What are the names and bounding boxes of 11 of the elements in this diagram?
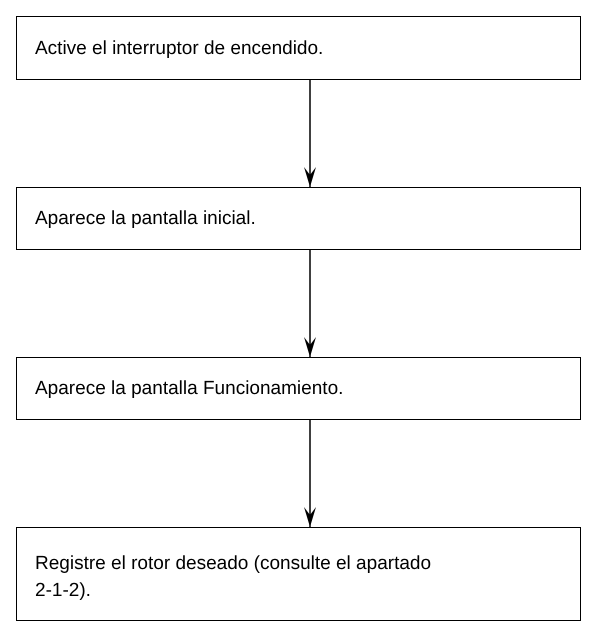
process-box xyxy=(16,187,581,250)
arrow xyxy=(304,420,316,527)
step-text: Active el interruptor de encendido. xyxy=(35,36,324,60)
arrow xyxy=(304,80,316,187)
process-box xyxy=(16,16,581,80)
step-text: Aparece la pantalla inicial. xyxy=(35,207,256,231)
step-text: Registre el rotor deseado (consulte el apartado 2-1-2). xyxy=(35,552,432,603)
process-box xyxy=(16,527,581,621)
arrow xyxy=(304,250,316,357)
step-text: Aparece la pantalla Funcionamiento. xyxy=(35,377,344,401)
process-box xyxy=(16,357,581,420)
